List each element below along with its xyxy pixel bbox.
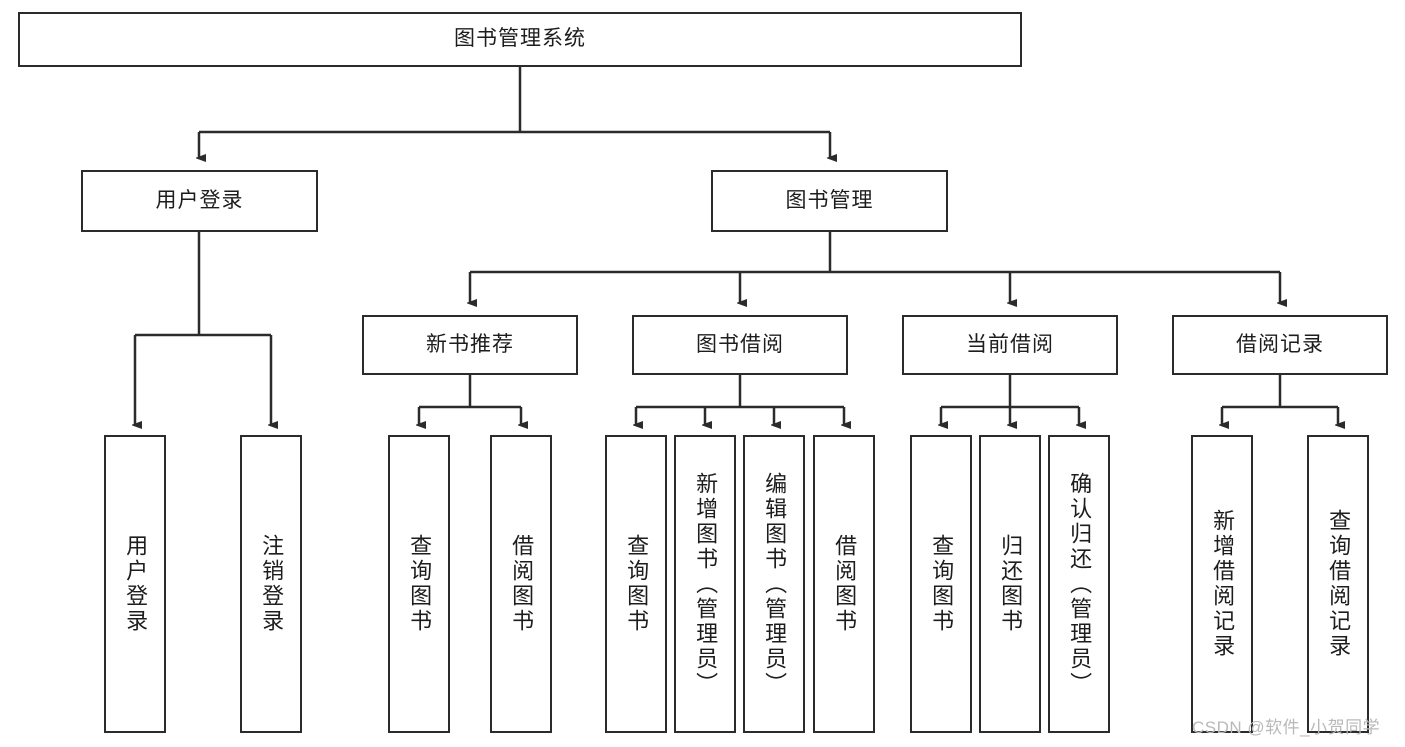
node-user-login-label: 用户登录 — [155, 188, 244, 212]
node-root[interactable]: 图书管理系统 — [18, 12, 1022, 67]
leaf-query-book-3-label: 查询图书 — [929, 534, 955, 634]
node-book-borrow-label: 图书借阅 — [696, 332, 784, 356]
leaf-query-book-2[interactable]: 查询图书 — [605, 435, 667, 733]
leaf-return-book-label: 归还图书 — [998, 534, 1024, 634]
node-current-borrow[interactable]: 当前借阅 — [902, 315, 1118, 375]
node-new-book-recommend-label: 新书推荐 — [426, 332, 514, 356]
leaf-borrow-book-1[interactable]: 借阅图书 — [490, 435, 552, 733]
leaf-query-book-1[interactable]: 查询图书 — [388, 435, 450, 733]
node-current-borrow-label: 当前借阅 — [966, 332, 1054, 356]
leaf-borrow-book-2[interactable]: 借阅图书 — [813, 435, 875, 733]
leaf-add-book-label: 新增图书（管理员） — [693, 471, 719, 697]
leaf-add-record[interactable]: 新增借阅记录 — [1191, 435, 1253, 733]
leaf-borrow-book-2-label: 借阅图书 — [832, 534, 858, 634]
node-book-management-label: 图书管理 — [785, 188, 874, 212]
leaf-user-login-label: 用户登录 — [123, 534, 149, 634]
node-borrow-record-label: 借阅记录 — [1236, 332, 1324, 356]
leaf-logout-login[interactable]: 注销登录 — [240, 435, 302, 733]
leaf-confirm-return-label: 确认归还（管理员） — [1067, 471, 1093, 697]
leaf-confirm-return[interactable]: 确认归还（管理员） — [1048, 435, 1110, 733]
node-book-management[interactable]: 图书管理 — [711, 170, 948, 232]
leaf-add-record-label: 新增借阅记录 — [1210, 509, 1236, 659]
leaf-edit-book[interactable]: 编辑图书（管理员） — [743, 435, 805, 733]
leaf-borrow-book-1-label: 借阅图书 — [509, 534, 535, 634]
leaf-add-book[interactable]: 新增图书（管理员） — [674, 435, 736, 733]
leaf-query-record[interactable]: 查询借阅记录 — [1307, 435, 1369, 733]
csdn-watermark: CSDN @软件_小贺同学 — [1192, 718, 1381, 737]
leaf-return-book[interactable]: 归还图书 — [979, 435, 1041, 733]
node-new-book-recommend[interactable]: 新书推荐 — [362, 315, 578, 375]
leaf-edit-book-label: 编辑图书（管理员） — [762, 471, 788, 697]
leaf-query-book-2-label: 查询图书 — [624, 534, 650, 634]
leaf-user-login[interactable]: 用户登录 — [104, 435, 166, 733]
node-root-label: 图书管理系统 — [454, 27, 586, 51]
leaf-query-book-1-label: 查询图书 — [407, 534, 433, 634]
node-book-borrow[interactable]: 图书借阅 — [632, 315, 848, 375]
node-user-login[interactable]: 用户登录 — [81, 170, 318, 232]
leaf-query-book-3[interactable]: 查询图书 — [910, 435, 972, 733]
leaf-query-record-label: 查询借阅记录 — [1326, 509, 1352, 659]
node-borrow-record[interactable]: 借阅记录 — [1172, 315, 1388, 375]
leaf-logout-login-label: 注销登录 — [259, 534, 285, 634]
